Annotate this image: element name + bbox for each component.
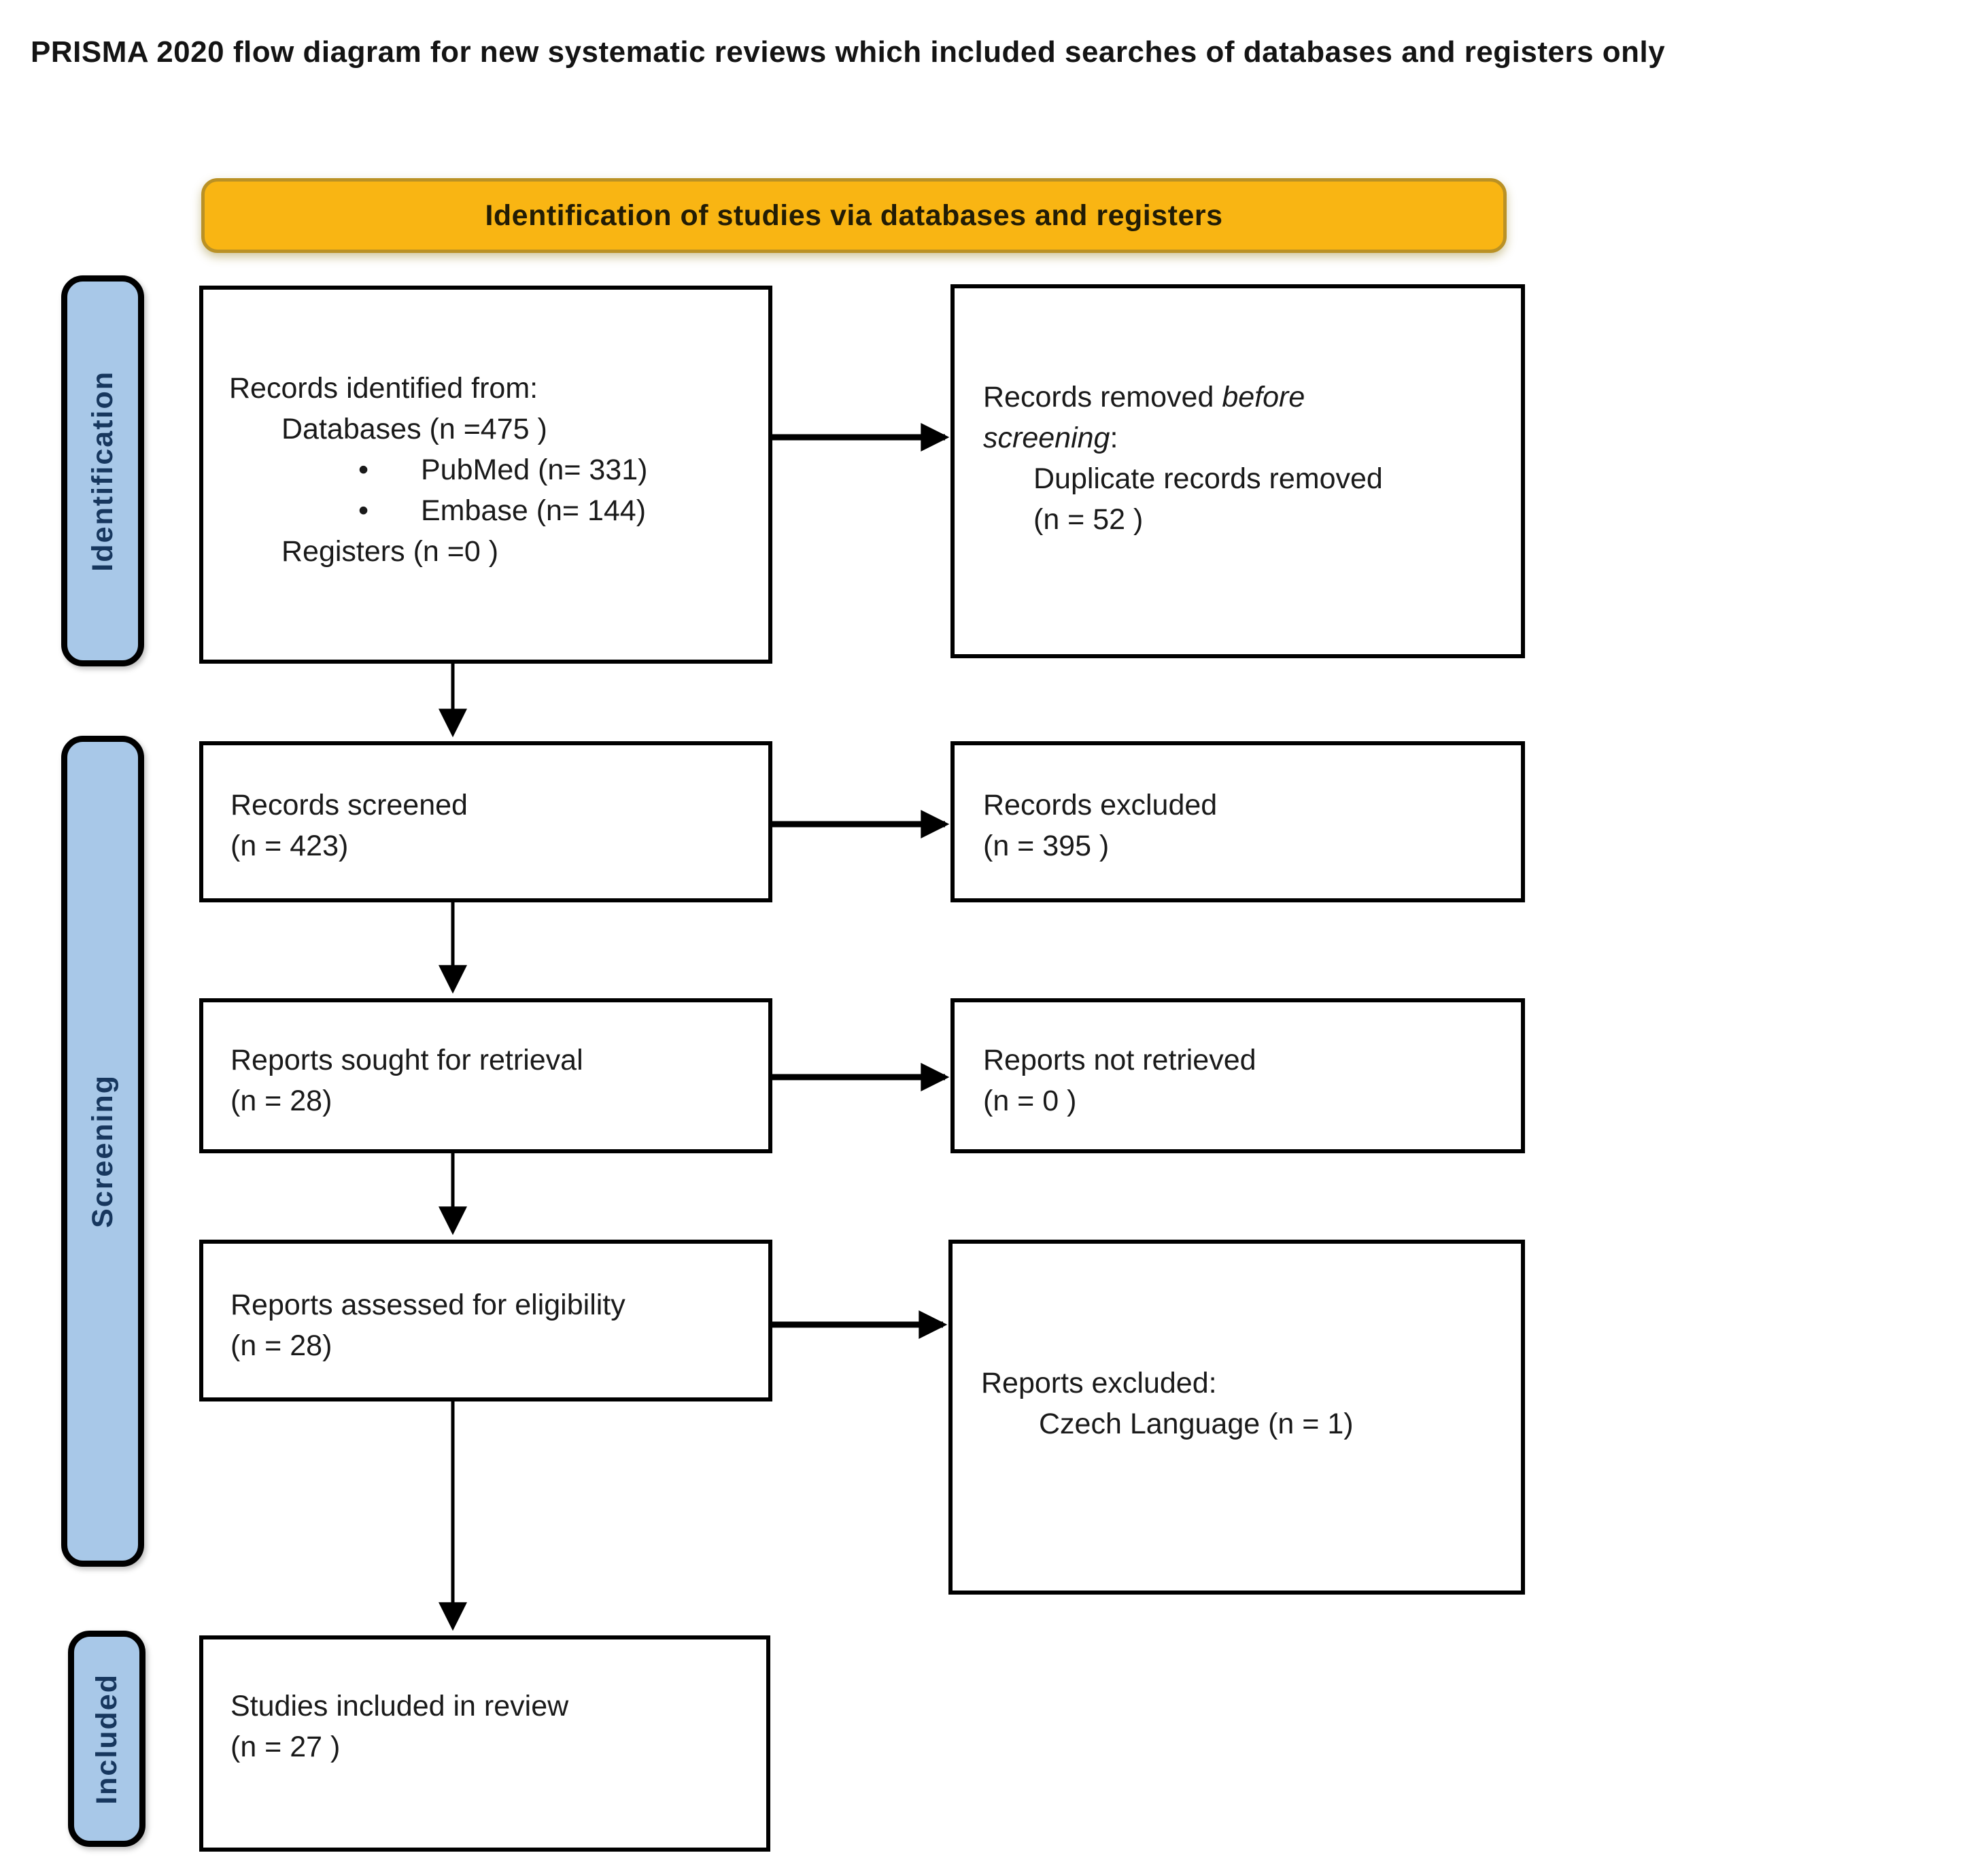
- reports-not-retrieved-label: Reports not retrieved: [983, 1044, 1256, 1076]
- records-identified-pubmed-label: PubMed (n= 331): [421, 454, 648, 486]
- stage-label-included: Included: [90, 1673, 123, 1805]
- banner-label: Identification of studies via databases …: [485, 199, 1223, 232]
- studies-included-label: Studies included in review: [230, 1690, 569, 1722]
- records-identified-pubmed: • PubMed (n= 331): [358, 449, 749, 490]
- records-excluded-count: (n = 395 ): [983, 830, 1110, 862]
- box-records-excluded: Records excluded (n = 395 ): [950, 741, 1525, 902]
- records-excluded-label: Records excluded: [983, 789, 1218, 821]
- reports-assessed-label: Reports assessed for eligibility: [230, 1289, 625, 1321]
- records-identified-registers: Registers (n =0 ): [281, 535, 499, 568]
- duplicate-records-removed: Duplicate records removed: [1033, 462, 1383, 495]
- box-reports-assessed: Reports assessed for eligibility (n = 28…: [199, 1240, 772, 1401]
- records-identified-databases: Databases (n =475 ): [281, 413, 547, 445]
- stage-label-screening: Screening: [86, 1074, 119, 1228]
- stage-bar-screening: Screening: [61, 736, 144, 1567]
- records-identified-heading: Records identified from:: [229, 372, 538, 405]
- records-removed-roman: Records removed: [983, 381, 1222, 413]
- bullet-icon: •: [358, 494, 369, 527]
- page-title: PRISMA 2020 flow diagram for new systema…: [31, 35, 1666, 69]
- box-reports-not-retrieved: Reports not retrieved (n = 0 ): [950, 998, 1525, 1153]
- reports-excluded-heading: Reports excluded:: [981, 1367, 1217, 1399]
- box-studies-included: Studies included in review (n = 27 ): [199, 1635, 770, 1852]
- box-reports-sought: Reports sought for retrieval (n = 28): [199, 998, 772, 1153]
- reports-sought-count: (n = 28): [230, 1085, 332, 1117]
- records-removed-italic-before: before: [1222, 381, 1305, 413]
- records-identified-embase: • Embase (n= 144): [358, 490, 749, 531]
- records-removed-italic-screening: screening: [983, 422, 1110, 454]
- box-records-identified: Records identified from: Databases (n =4…: [199, 286, 772, 664]
- duplicate-records-removed-count: (n = 52 ): [1033, 503, 1144, 536]
- reports-assessed-count: (n = 28): [230, 1329, 332, 1362]
- records-removed-line2: screening:: [983, 418, 1502, 458]
- records-identified-embase-label: Embase (n= 144): [421, 494, 647, 527]
- stage-bar-identification: Identification: [61, 275, 144, 666]
- reports-not-retrieved-count: (n = 0 ): [983, 1085, 1077, 1117]
- records-removed-colon: :: [1110, 422, 1118, 454]
- box-reports-excluded: Reports excluded: Czech Language (n = 1): [948, 1240, 1525, 1595]
- reports-excluded-reason: Czech Language (n = 1): [1039, 1408, 1354, 1440]
- records-removed-line1: Records removed before: [983, 377, 1502, 418]
- records-screened-count: (n = 423): [230, 830, 349, 862]
- records-screened-label: Records screened: [230, 789, 468, 821]
- banner-identification-of-studies: Identification of studies via databases …: [201, 178, 1507, 253]
- box-records-removed-before-screening: Records removed before screening: Duplic…: [950, 284, 1525, 658]
- stage-label-identification: Identification: [86, 370, 119, 572]
- bullet-icon: •: [358, 454, 369, 486]
- reports-sought-label: Reports sought for retrieval: [230, 1044, 583, 1076]
- stage-bar-included: Included: [68, 1631, 145, 1847]
- box-records-screened: Records screened (n = 423): [199, 741, 772, 902]
- studies-included-count: (n = 27 ): [230, 1731, 341, 1763]
